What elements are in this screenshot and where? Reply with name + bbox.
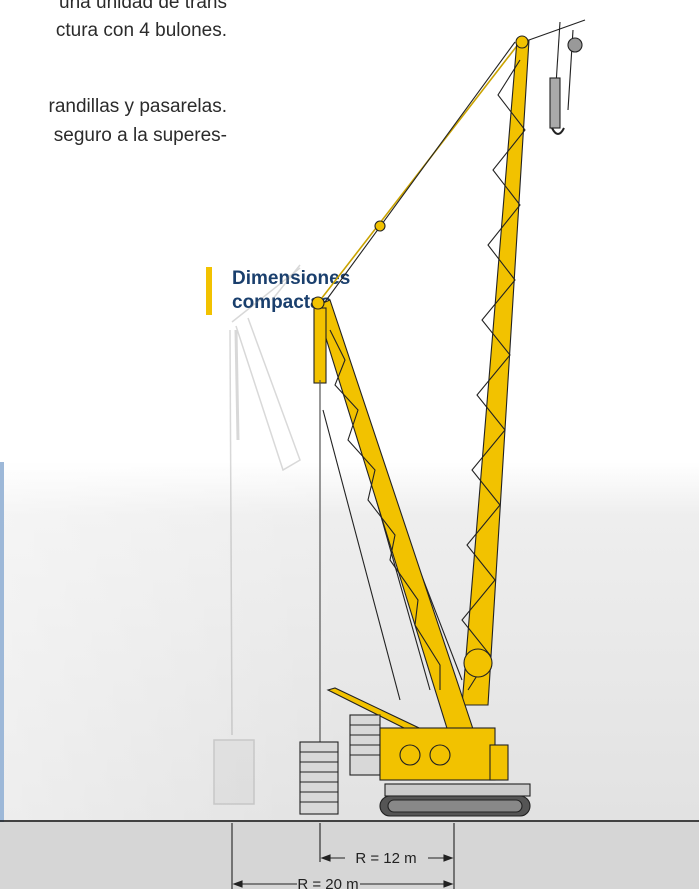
left-edge-strip <box>0 462 4 822</box>
callout-title-line-1: Dimensiones <box>232 268 351 289</box>
accent-bar <box>206 267 212 315</box>
radius-12m-label: R = 12 m <box>355 850 416 867</box>
text-line-5: seguro a la superes- <box>53 125 227 146</box>
callout-title: Dimensiones compactas <box>232 267 350 315</box>
ghost-crane <box>213 264 301 805</box>
callout-title-line-2: compactas <box>232 292 332 313</box>
text-line-1: una unidad de trans <box>59 0 227 13</box>
highlight-callout: Dimensiones compactas <box>206 267 350 315</box>
crawler-crane <box>299 19 586 817</box>
ground-area <box>0 820 699 889</box>
text-line-4: randillas y pasarelas. <box>48 96 227 117</box>
radius-dimensions <box>231 823 455 889</box>
radius-20m-label: R = 20 m <box>297 876 358 889</box>
body-text-fragment: una unidad de trans ctura con 4 bulones.… <box>49 0 227 147</box>
text-line-2: ctura con 4 bulones. <box>55 20 227 41</box>
